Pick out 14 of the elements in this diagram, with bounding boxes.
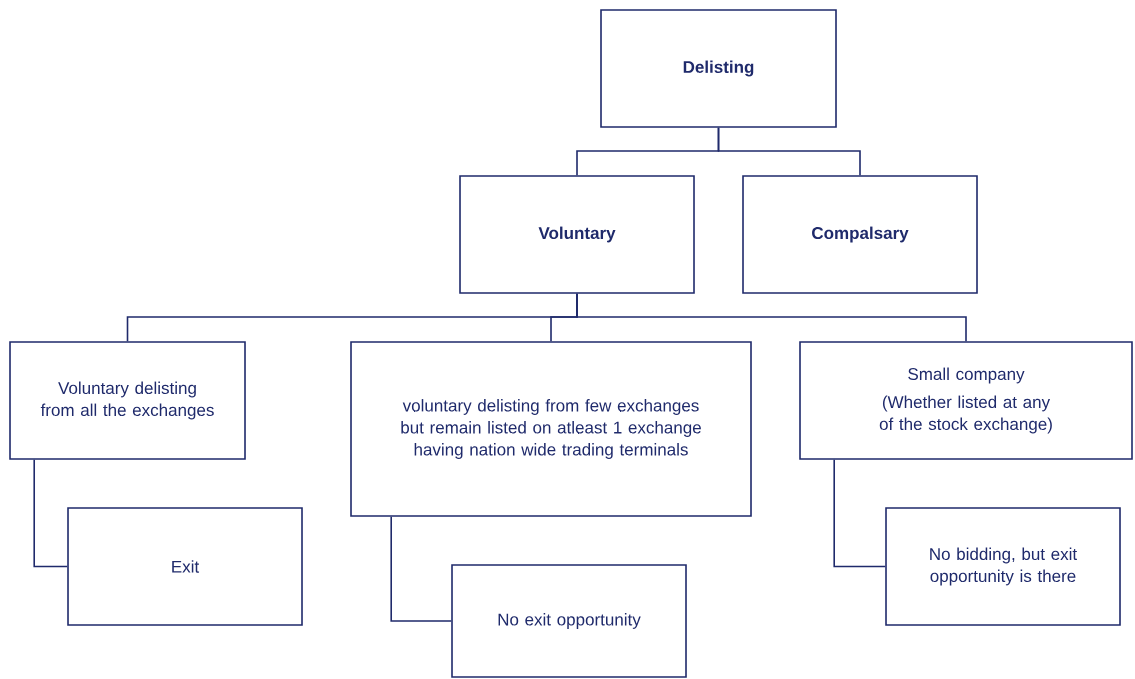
process-box: Delisting — [600, 9, 837, 128]
process-box: Exit — [67, 507, 303, 626]
connector-line — [33, 459, 68, 568]
connector-line — [576, 293, 967, 342]
process-box: Small company (Whether listed at any of the stock exchange) — [799, 341, 1133, 460]
connector-line — [717, 127, 861, 176]
process-box: Compalsary — [742, 175, 978, 294]
process-box: No bidding, but exit opportunity is there — [885, 507, 1121, 626]
process-box: Voluntary — [459, 175, 695, 294]
connector-line — [833, 459, 886, 568]
process-box: Voluntary delisting from all the exchanges — [9, 341, 246, 460]
process-box: voluntary delisting from few exchanges but remain listed on atleast 1 exchange having nation wide trading terminals — [350, 341, 752, 517]
connector-line — [390, 516, 452, 622]
process-box: No exit opportunity — [451, 564, 687, 678]
